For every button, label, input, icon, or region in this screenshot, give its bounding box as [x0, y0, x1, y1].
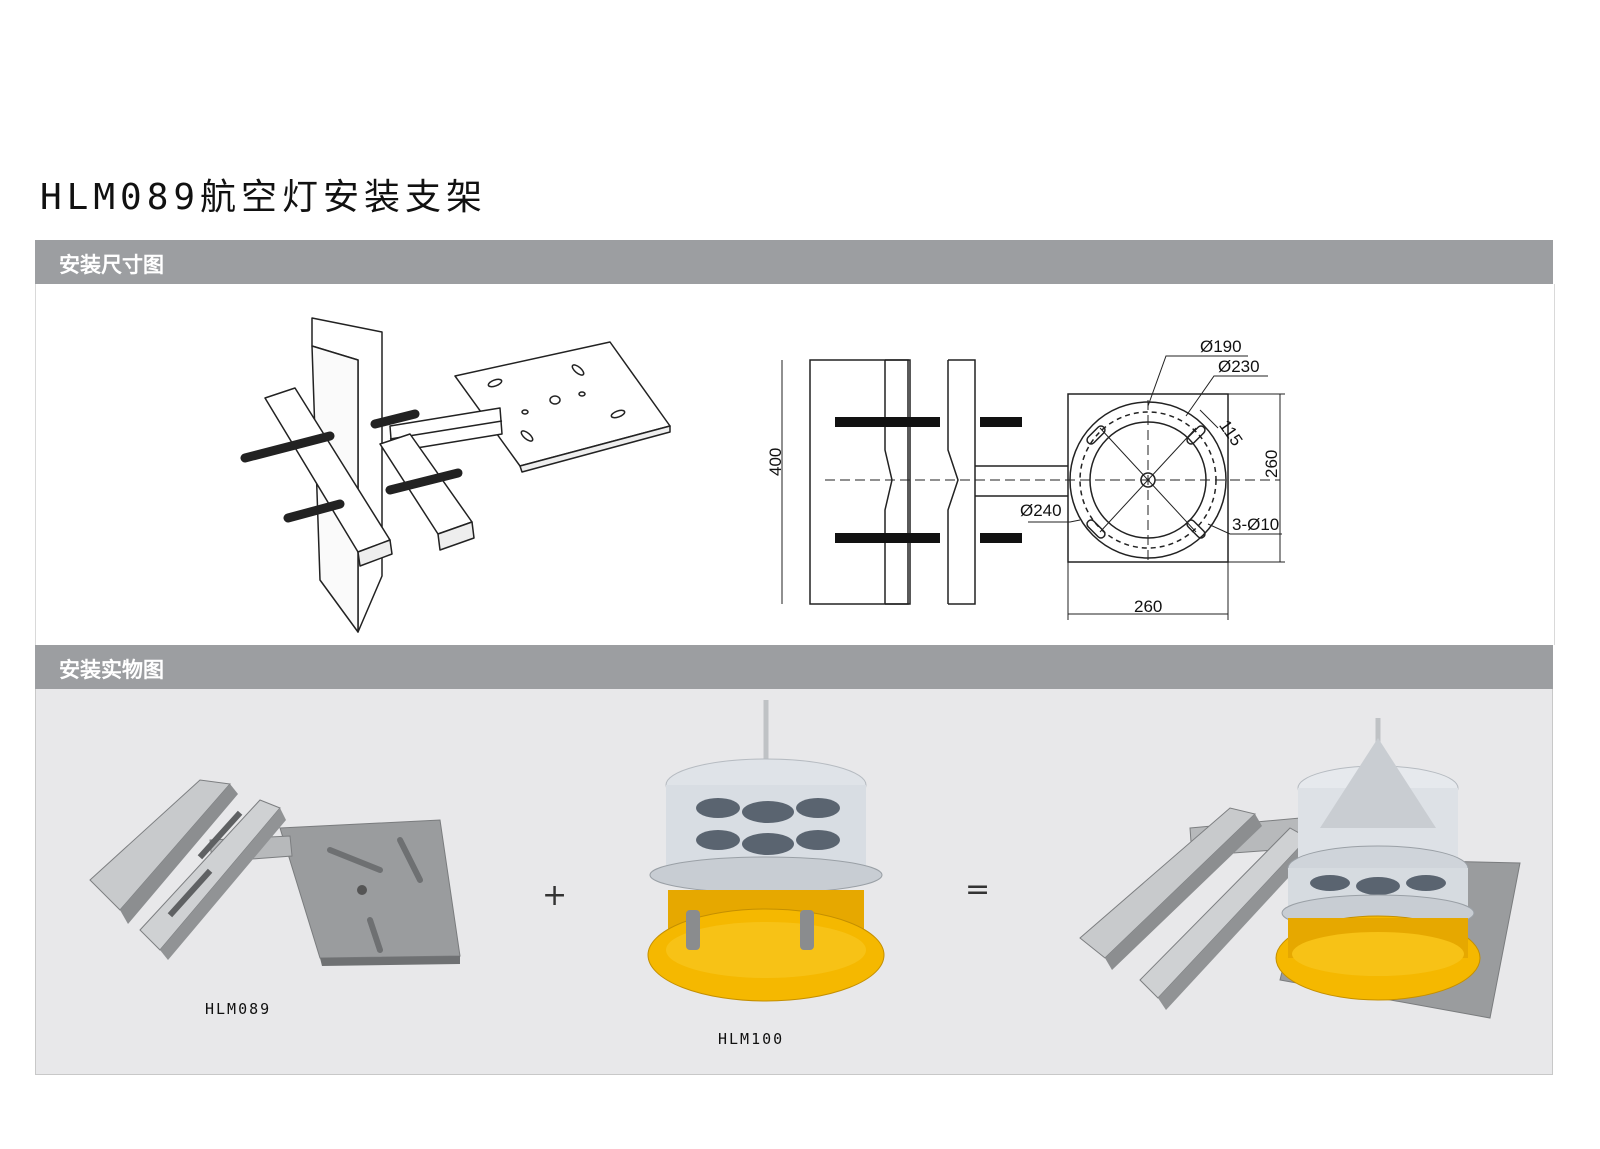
bracket-dimension-drawing: Ø190 Ø230 115 Ø240 3-Ø10 400 260 260 [766, 337, 1285, 620]
dim-holes: 3-Ø10 [1232, 515, 1279, 534]
light-product-label: HLM100 [718, 1030, 785, 1048]
assembly-image [1079, 718, 1521, 1019]
dimension-panel [35, 284, 1555, 645]
dim-bottom: 260 [1134, 597, 1162, 616]
section-title: 安装实物图 [59, 658, 164, 682]
bracket-product-label: HLM089 [205, 1000, 272, 1018]
plus-symbol: + [542, 878, 568, 913]
section-title: 安装尺寸图 [59, 253, 164, 277]
dim-height: 400 [766, 448, 785, 476]
aviation-light-image [647, 700, 885, 1002]
bracket-product-image [89, 779, 461, 966]
section-header-dimension: 安装尺寸图 [35, 240, 1553, 284]
equals-symbol: = [965, 872, 991, 907]
bracket-isometric-drawing [240, 317, 671, 633]
dim-115: 115 [1215, 416, 1246, 449]
dim-d240: Ø240 [1020, 501, 1062, 520]
section-header-photo: 安装实物图 [35, 645, 1553, 689]
dim-d190: Ø190 [1200, 337, 1242, 356]
dim-side: 260 [1262, 450, 1281, 478]
dim-d230: Ø230 [1218, 357, 1260, 376]
page-title: HLM089航空灯安装支架 [40, 177, 488, 218]
